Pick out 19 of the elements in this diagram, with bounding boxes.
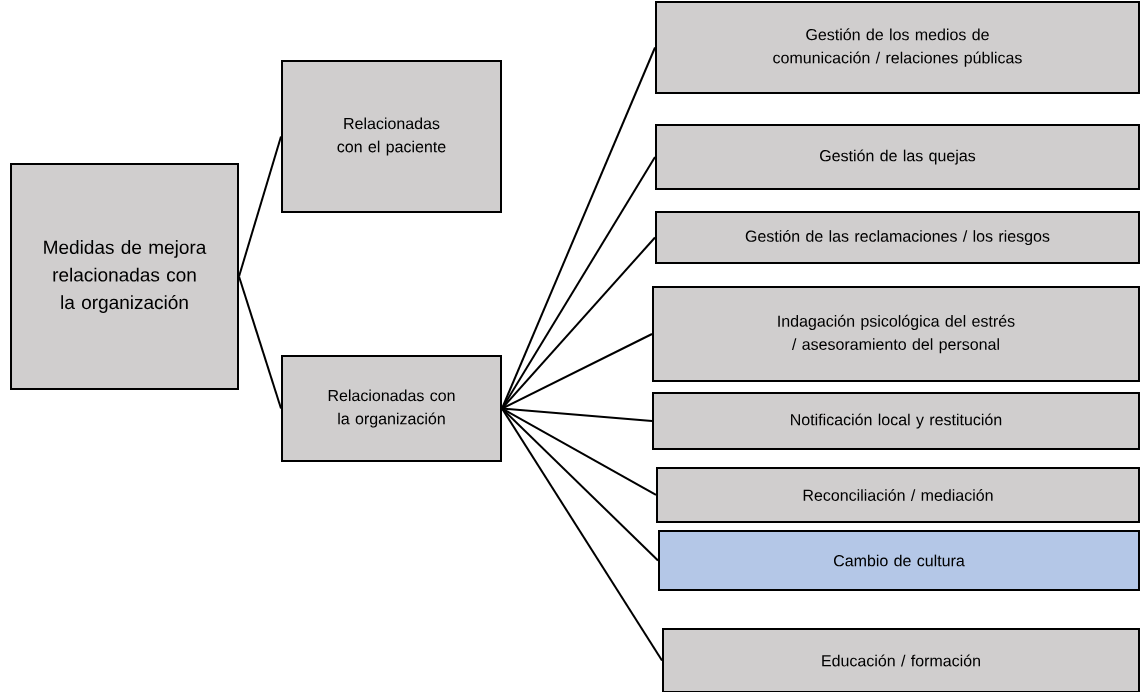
box: Indagación psicológica del estrés / asesoramiento del personal (652, 286, 1140, 382)
connector-line (501, 333, 653, 410)
box: Reconciliación / mediación (656, 467, 1140, 523)
box: Educación / formación (662, 628, 1140, 692)
box: Cambio de cultura (658, 530, 1140, 591)
box: Gestión de las quejas (655, 124, 1140, 190)
connector-line (501, 236, 656, 410)
connector-line (238, 135, 282, 278)
box: Gestión de las reclamaciones / los riesgos (655, 211, 1140, 264)
box: Gestión de los medios de comunicación / relaciones públicas (655, 1, 1140, 94)
box: Relacionadas con la organización (281, 355, 502, 462)
connector-line (501, 407, 659, 562)
connector-line (501, 407, 653, 422)
connector-line (501, 407, 657, 496)
box: Relacionadas con el paciente (281, 60, 502, 213)
connector-line (238, 275, 282, 410)
box: Medidas de mejora relacionadas con la organización (10, 163, 239, 390)
box: Notificación local y restitución (652, 392, 1140, 450)
connector-line (501, 407, 663, 662)
